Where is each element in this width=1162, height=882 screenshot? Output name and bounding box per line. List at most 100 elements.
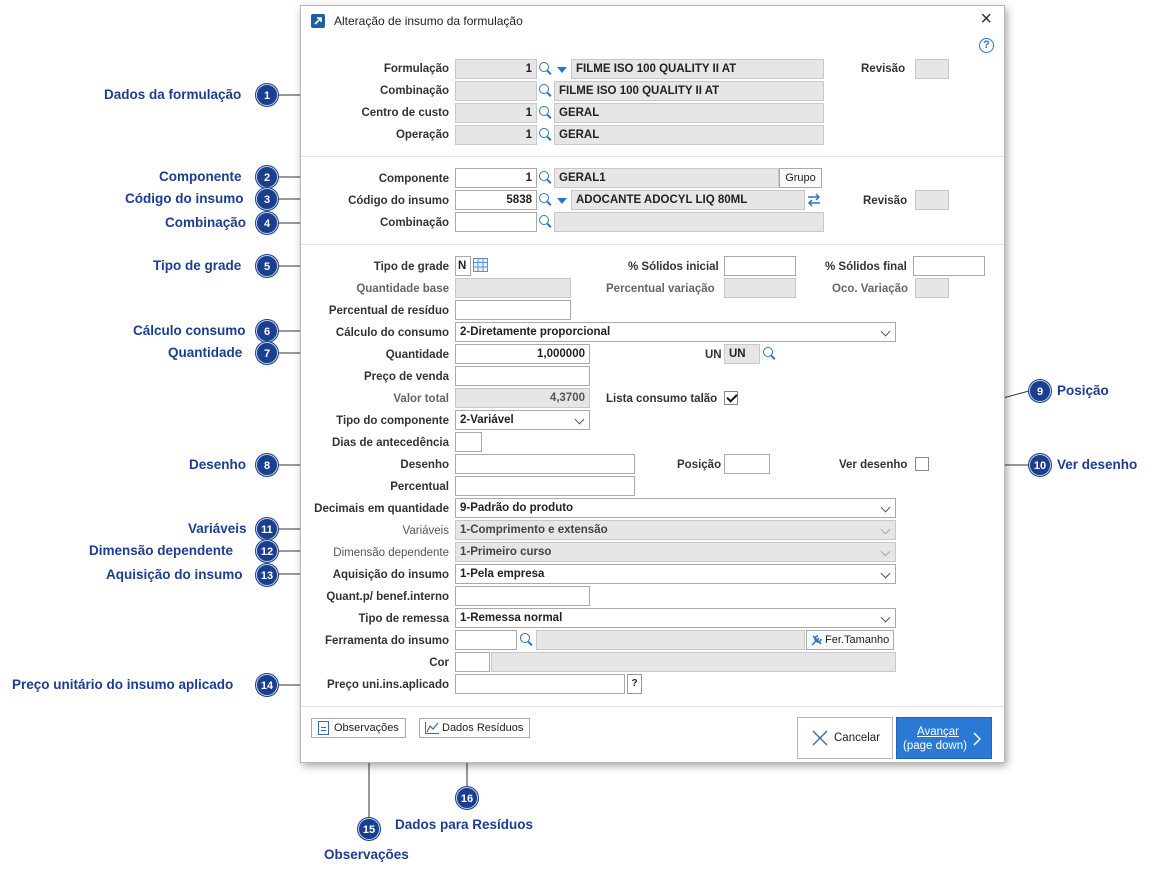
annotation-badge: 1	[256, 84, 278, 106]
componente-search-icon[interactable]	[539, 171, 553, 185]
separator	[301, 244, 1004, 245]
percentual-field[interactable]	[455, 476, 635, 496]
codigo-insumo-field[interactable]: 5838	[455, 190, 537, 210]
annotation-badge: 10	[1029, 454, 1051, 476]
centro-custo-search-icon[interactable]	[539, 106, 553, 120]
codigo-insumo-revisao-field[interactable]	[915, 190, 949, 210]
separator	[301, 706, 1004, 707]
annotation-text: Aquisição do insumo	[106, 567, 243, 582]
posicao-label: Posição	[677, 459, 722, 471]
dimensao-select[interactable]: 1-Primeiro curso	[455, 542, 896, 562]
ferramenta-search-icon[interactable]	[520, 633, 534, 647]
aquisicao-select[interactable]: 1-Pela empresa	[455, 564, 896, 584]
dados-residuos-button[interactable]: Dados Resíduos	[419, 718, 531, 738]
annotation-text: Posição	[1057, 383, 1109, 398]
preco-uni-help-button[interactable]: ?	[627, 674, 642, 694]
combinacao1-label: Combinação	[379, 85, 449, 97]
un-field[interactable]: UN	[724, 344, 760, 364]
annotation-text: Dados para Resíduos	[395, 817, 534, 832]
combinacao1-search-icon[interactable]	[539, 84, 553, 98]
swap-icon[interactable]	[806, 192, 822, 208]
formulacao-dropdown-icon[interactable]	[557, 67, 567, 73]
annotation-text: Cálculo consumo	[133, 323, 246, 338]
observacoes-label: Observações	[334, 722, 399, 734]
centro-custo-label: Centro de custo	[361, 107, 449, 119]
annotation-badge: 11	[256, 518, 278, 540]
tipo-grade-field[interactable]: N	[455, 256, 471, 276]
quantidade-field[interactable]: 1,000000	[455, 344, 590, 364]
valor-total-label: Valor total	[393, 393, 449, 405]
close-button[interactable]: ×	[980, 8, 992, 30]
tipo-componente-select[interactable]: 2-Variável	[455, 410, 590, 430]
operacao-search-icon[interactable]	[539, 128, 553, 142]
formulacao-revisao-field[interactable]	[915, 59, 949, 79]
cor-field[interactable]	[455, 652, 490, 672]
centro-custo-field[interactable]: 1	[455, 103, 537, 123]
close-icon	[812, 730, 828, 746]
preco-venda-field[interactable]	[455, 366, 590, 386]
combinacao2-label: Combinação	[379, 217, 449, 229]
tipo-componente-label: Tipo do componente	[336, 415, 449, 427]
app-arrow-icon	[311, 14, 325, 28]
codigo-insumo-desc: ADOCANTE ADOCYL LIQ 80ML	[571, 190, 805, 210]
aquisicao-label: Aquisição do insumo	[332, 569, 449, 581]
combinacao2-search-icon[interactable]	[539, 215, 553, 229]
componente-field[interactable]: 1	[455, 168, 537, 188]
fer-tamanho-label: Fer.Tamanho	[825, 634, 890, 646]
annotation-text: Dimensão dependente	[89, 543, 234, 558]
dias-antecedencia-field[interactable]	[455, 432, 482, 452]
ver-desenho-checkbox[interactable]	[915, 457, 929, 471]
advance-button[interactable]: Avançar (page down)	[896, 717, 992, 759]
preco-venda-label: Preço de venda	[363, 371, 449, 383]
annotation-text: Observações	[324, 847, 409, 862]
annotation-badge: 8	[256, 454, 278, 476]
operacao-field[interactable]: 1	[455, 125, 537, 145]
preco-uni-field[interactable]	[455, 674, 625, 694]
percentual-residuo-field[interactable]	[455, 300, 571, 320]
decimais-select[interactable]: 9-Padrão do produto	[455, 498, 896, 518]
oco-variacao-label: Oco. Variação	[832, 283, 909, 295]
un-search-icon[interactable]	[763, 347, 777, 361]
separator	[301, 156, 1004, 157]
oco-variacao-field[interactable]	[915, 278, 949, 298]
solidos-inicial-label: % Sólidos inicial	[628, 261, 719, 273]
combinacao2-field[interactable]	[455, 212, 537, 232]
desenho-field[interactable]	[455, 454, 635, 474]
variaveis-label: Variáveis	[402, 525, 449, 537]
quantidade-base-field[interactable]	[455, 278, 571, 298]
posicao-field[interactable]	[724, 454, 770, 474]
observacoes-button[interactable]: Observações	[311, 718, 406, 738]
ferramenta-label: Ferramenta do insumo	[325, 635, 449, 647]
solidos-final-label: % Sólidos final	[825, 261, 907, 273]
cancel-button[interactable]: Cancelar	[797, 717, 893, 759]
fer-tamanho-button[interactable]: Fer.Tamanho	[806, 630, 894, 650]
lista-consumo-checkbox[interactable]	[724, 391, 738, 405]
help-icon[interactable]: ?	[979, 38, 994, 53]
tipo-remessa-select[interactable]: 1-Remessa normal	[455, 608, 896, 628]
combinacao1-field[interactable]	[455, 81, 537, 101]
preco-uni-label: Preço uni.ins.aplicado	[326, 679, 449, 691]
variaveis-select[interactable]: 1-Comprimento e extensão	[455, 520, 896, 540]
grupo-button[interactable]: Grupo	[779, 168, 822, 188]
annotation-text: Combinação	[165, 215, 247, 230]
solidos-final-field[interactable]	[913, 256, 985, 276]
tipo-remessa-label: Tipo de remessa	[358, 613, 449, 625]
formulacao-search-icon[interactable]	[539, 62, 553, 76]
annotation-badge: 7	[256, 342, 278, 364]
ferramenta-field[interactable]	[455, 630, 517, 650]
formulacao-field[interactable]: 1	[455, 59, 537, 79]
solidos-inicial-field[interactable]	[724, 256, 796, 276]
cor-desc	[491, 652, 896, 672]
annotation-badge: 3	[256, 188, 278, 210]
codigo-insumo-dropdown-icon[interactable]	[557, 198, 567, 204]
quant-benef-field[interactable]	[455, 586, 590, 606]
formulacao-label: Formulação	[383, 63, 449, 75]
calculo-consumo-select[interactable]: 2-Diretamente proporcional	[455, 322, 896, 342]
grid-icon[interactable]	[473, 258, 488, 272]
decimais-label: Decimais em quantidade	[314, 503, 449, 515]
codigo-insumo-search-icon[interactable]	[539, 193, 553, 207]
title-bar: Alteração de insumo da formulação ×	[301, 6, 1004, 36]
annotation-text: Código do insumo	[125, 191, 244, 206]
dias-antecedencia-label: Dias de antecedência	[332, 437, 449, 449]
percentual-variacao-field[interactable]	[724, 278, 796, 298]
